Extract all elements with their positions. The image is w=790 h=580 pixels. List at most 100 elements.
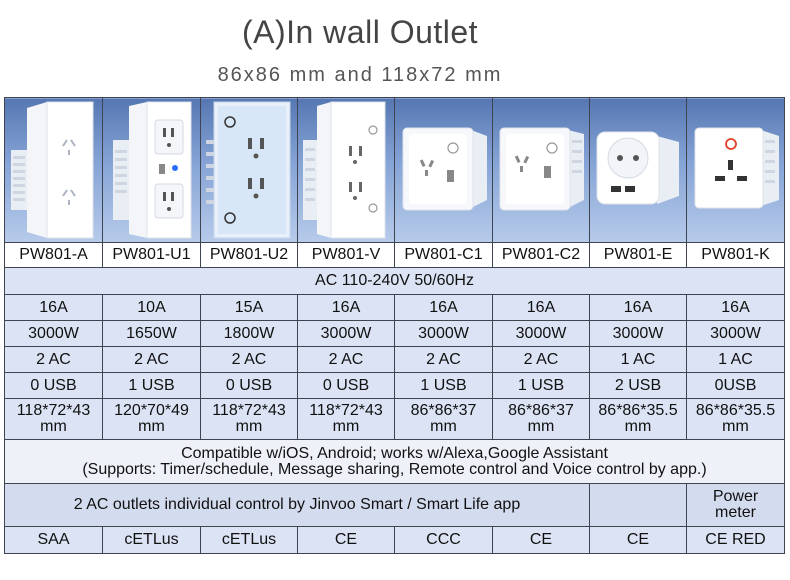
current-cell: 16A — [394, 294, 493, 321]
power-row: 3000W 1650W 1800W 3000W 3000W 3000W 3000… — [4, 320, 785, 347]
certification-cell: CE RED — [686, 526, 785, 554]
usb-cell: 0 USB — [297, 372, 395, 399]
power-meter-cell: Power meter — [686, 483, 785, 527]
product-image-cell — [492, 97, 590, 243]
model-cell: PW801-C1 — [394, 242, 493, 268]
control-cell: 2 AC outlets individual control by Jinvo… — [4, 483, 590, 527]
control-cell-empty — [589, 483, 687, 527]
current-cell: 16A — [297, 294, 395, 321]
model-cell: PW801-V — [297, 242, 395, 268]
power-cell: 1650W — [102, 320, 201, 347]
ac-outlet-cell: 2 AC — [102, 346, 201, 373]
model-cell: PW801-E — [589, 242, 687, 268]
product-image-row — [4, 97, 785, 243]
certification-cell: cETLus — [102, 526, 201, 554]
dimension-size: 86*86*37 — [508, 402, 574, 419]
product-image-cell — [200, 97, 298, 243]
power-cell: 3000W — [394, 320, 493, 347]
dimension-unit: mm — [624, 418, 652, 435]
compatibility-cell: Compatible w/iOS, Android; works w/Alexa… — [4, 439, 785, 484]
voltage-cell: AC 110-240V 50/60Hz — [4, 267, 785, 295]
certification-cell: CE — [492, 526, 590, 554]
usb-cell: 0USB — [686, 372, 785, 399]
dimension-size: 118*72*43 — [16, 402, 91, 419]
outlet-square-c1-icon — [402, 127, 487, 211]
control-row: 2 AC outlets individual control by Jinvo… — [4, 483, 785, 527]
page-subtitle: 86x86 mm and 118x72 mm — [217, 64, 503, 86]
outlet-tall-u2-icon — [206, 101, 291, 239]
ac-outlet-cell: 2 AC — [394, 346, 493, 373]
power-cell: 3000W — [4, 320, 103, 347]
dimension-size: 86*86*35.5 — [598, 402, 678, 419]
product-image-cell — [686, 97, 785, 243]
ac-outlet-cell: 1 AC — [589, 346, 687, 373]
certification-cell: CCC — [394, 526, 493, 554]
compatibility-row: Compatible w/iOS, Android; works w/Alexa… — [4, 439, 785, 484]
dimension-size: 86*86*37 — [410, 402, 477, 419]
product-image-cell — [297, 97, 395, 243]
outlet-square-k-icon — [694, 127, 779, 209]
spec-table: PW801-A PW801-U1 PW801-U2 PW801-V PW801-… — [4, 97, 785, 554]
outlet-square-c2-icon — [499, 127, 584, 211]
current-cell: 16A — [589, 294, 687, 321]
ac-outlet-cell: 2 AC — [4, 346, 103, 373]
dimension-unit: mm — [40, 418, 67, 435]
dimension-unit: mm — [138, 418, 165, 435]
voltage-row: AC 110-240V 50/60Hz — [4, 267, 785, 295]
dimension-size: 120*70*49 — [114, 402, 189, 419]
dimension-size: 118*72*43 — [309, 402, 383, 419]
outlet-square-e-icon — [596, 131, 679, 205]
usb-row: 0 USB 1 USB 0 USB 0 USB 1 USB 1 USB 2 US… — [4, 372, 785, 399]
outlet-tall-a-icon — [10, 101, 93, 239]
model-cell: PW801-A — [4, 242, 103, 268]
ac-outlet-cell: 2 AC — [297, 346, 395, 373]
current-cell: 15A — [200, 294, 298, 321]
power-meter-line-1: Power — [712, 488, 759, 505]
certification-cell: CE — [297, 526, 395, 554]
usb-cell: 0 USB — [200, 372, 298, 399]
certification-cell: cETLus — [200, 526, 298, 554]
product-image-cell — [102, 97, 201, 243]
dimension-unit: mm — [332, 418, 360, 435]
dimension-size: 118*72*43 — [212, 402, 286, 419]
current-row: 16A 10A 15A 16A 16A 16A 16A 16A — [4, 294, 785, 321]
compatibility-line-1: Compatible w/iOS, Android; works w/Alexa… — [181, 444, 608, 462]
power-cell: 3000W — [589, 320, 687, 347]
ac-outlet-cell: 2 AC — [200, 346, 298, 373]
usb-cell: 0 USB — [4, 372, 103, 399]
certification-cell: SAA — [4, 526, 103, 554]
ac-outlet-cell: 2 AC — [492, 346, 590, 373]
page-title: (A)In wall Outlet — [241, 14, 479, 50]
model-cell: PW801-U2 — [200, 242, 298, 268]
product-image-cell — [589, 97, 687, 243]
usb-cell: 2 USB — [589, 372, 687, 399]
power-cell: 3000W — [297, 320, 395, 347]
compatibility-line-2: (Supports: Timer/schedule, Message shari… — [82, 460, 707, 478]
usb-cell: 1 USB — [102, 372, 201, 399]
dimension-unit: mm — [527, 418, 555, 435]
certification-cell: CE — [589, 526, 687, 554]
product-image-cell — [4, 97, 103, 243]
power-meter-line-2: meter — [715, 504, 756, 521]
current-cell: 16A — [492, 294, 590, 321]
current-cell: 10A — [102, 294, 201, 321]
current-cell: 16A — [4, 294, 103, 321]
dimension-unit: mm — [722, 418, 749, 435]
ac-outlet-row: 2 AC 2 AC 2 AC 2 AC 2 AC 2 AC 1 AC 1 AC — [4, 346, 785, 373]
current-cell: 16A — [686, 294, 785, 321]
outlet-tall-u1-icon — [112, 101, 191, 239]
model-row: PW801-A PW801-U1 PW801-U2 PW801-V PW801-… — [4, 242, 785, 268]
power-cell: 3000W — [492, 320, 590, 347]
ac-outlet-cell: 1 AC — [686, 346, 785, 373]
dimension-unit: mm — [235, 418, 263, 435]
usb-cell: 1 USB — [394, 372, 493, 399]
model-cell: PW801-K — [686, 242, 785, 268]
